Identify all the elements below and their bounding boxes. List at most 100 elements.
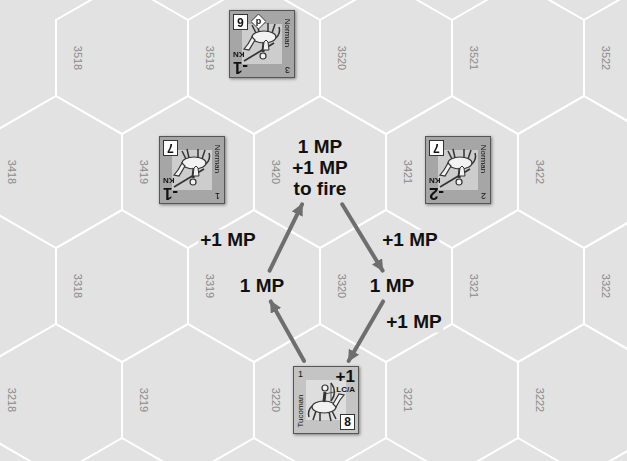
hex-border	[320, 210, 452, 362]
hex-border	[0, 96, 122, 248]
hex-outline	[0, 324, 122, 461]
counter-name: Tucoman	[297, 394, 305, 427]
map-hex: 3520	[320, 0, 452, 134]
counter-type: KN	[163, 176, 175, 184]
horse-head	[333, 394, 344, 407]
horse-tail	[472, 153, 476, 164]
shield	[459, 166, 465, 176]
hex-border	[452, 210, 584, 362]
horse-tail	[308, 406, 312, 417]
movement-cost: 1 MP	[238, 276, 286, 297]
counter-type: LC/A	[336, 386, 355, 394]
move-arrow	[349, 301, 384, 361]
hex-number: 3522	[600, 46, 612, 70]
horse-tail	[206, 153, 210, 164]
counter-face: 2-2KNNorman7	[426, 137, 490, 203]
hex-border	[56, 0, 188, 134]
hex-border	[584, 210, 627, 362]
hex-number: 3222	[534, 388, 546, 412]
counter-mod: -1	[163, 185, 178, 202]
hex-number: 3220	[270, 388, 282, 412]
map-hex: 3521	[452, 0, 584, 134]
counter-name: Norman	[283, 19, 291, 47]
rider-body	[324, 392, 325, 402]
map-hex: 3422	[518, 96, 627, 248]
map-hex: 3418	[0, 96, 122, 248]
hex-number: 3519	[204, 46, 216, 70]
counter-panel	[172, 150, 212, 190]
map-hex: 34191-1KNNorman7	[122, 96, 254, 248]
counter-id: 1	[298, 370, 303, 379]
hex-border	[254, 96, 386, 248]
hex-number: 3219	[138, 388, 150, 412]
hex-border	[188, 0, 320, 134]
bow-string	[325, 383, 334, 401]
rider-head	[456, 179, 462, 185]
hex-number: 3518	[72, 46, 84, 70]
move-arrow	[342, 204, 382, 270]
unit-counter: 3-1KNNorman6d	[229, 10, 295, 78]
hex-border	[518, 324, 627, 461]
hex-border	[386, 96, 518, 248]
hex-border	[56, 210, 188, 362]
map-hex: 34201 MP +1 MP to fire	[254, 96, 386, 248]
hex-number: 3521	[468, 46, 480, 70]
hex-number: 3319	[204, 274, 216, 298]
hex-border	[518, 96, 627, 248]
map-hex: 3221	[386, 324, 518, 461]
horse-legs	[448, 149, 471, 159]
lance	[440, 169, 470, 187]
hexside-cost: +1 MP	[380, 230, 439, 251]
horse-legs	[182, 149, 205, 159]
counter-name: Norman	[213, 145, 221, 173]
map-hex: 3219	[122, 324, 254, 461]
hex-border	[386, 324, 518, 461]
counter-face: 3-1KNNorman6d	[230, 11, 294, 77]
hex-number: 3318	[72, 274, 84, 298]
counter-id: 3	[285, 65, 290, 74]
map-hex: 3322	[584, 210, 627, 362]
map-hex: 3318	[56, 210, 188, 362]
hex-number: 3421	[402, 160, 414, 184]
hex-border	[584, 0, 627, 134]
counter-mod: -2	[429, 185, 444, 202]
unit-counter: 2-2KNNorman7	[425, 136, 491, 204]
hex-number: 3422	[534, 160, 546, 184]
hex-number: 3420	[270, 160, 282, 184]
map-hex: 34212-2KNNorman7	[386, 96, 518, 248]
map-hex: 3321	[452, 210, 584, 362]
horse-legs	[313, 411, 336, 421]
lance	[174, 169, 204, 187]
hex-border	[188, 210, 320, 362]
hex-number: 3320	[336, 274, 348, 298]
counter-type: KN	[233, 50, 245, 58]
movement-cost: 1 MP	[368, 276, 416, 297]
counter-mod: +1	[336, 368, 355, 385]
counter-value: 6	[233, 14, 248, 30]
unit-counter: 1+1LC/ATucoman8	[293, 366, 359, 434]
counter-name: Norman	[479, 145, 487, 173]
hex-border	[122, 324, 254, 461]
counter-mod: -1	[233, 59, 248, 76]
counter-panel	[242, 24, 282, 64]
counter-type: KN	[429, 176, 441, 184]
hex-number: 3418	[6, 160, 18, 184]
rider-head	[190, 179, 196, 185]
rider-head	[260, 53, 266, 59]
counter-id: 1	[215, 191, 220, 200]
hex-border	[320, 0, 452, 134]
map-hex: 3222	[518, 324, 627, 461]
horse-head	[440, 163, 451, 176]
hex-border	[452, 0, 584, 134]
horse-head	[174, 163, 185, 176]
diamond-outline	[251, 14, 266, 29]
hex-outline	[0, 96, 122, 248]
unit-counter: 1-1KNNorman7	[159, 136, 225, 204]
rider-head	[322, 385, 328, 391]
move-arrow	[271, 301, 304, 361]
hex-border	[254, 324, 386, 461]
counter-face: 1+1LC/ATucoman8	[294, 367, 358, 433]
hex-number: 3221	[402, 388, 414, 412]
hex-border	[122, 96, 254, 248]
